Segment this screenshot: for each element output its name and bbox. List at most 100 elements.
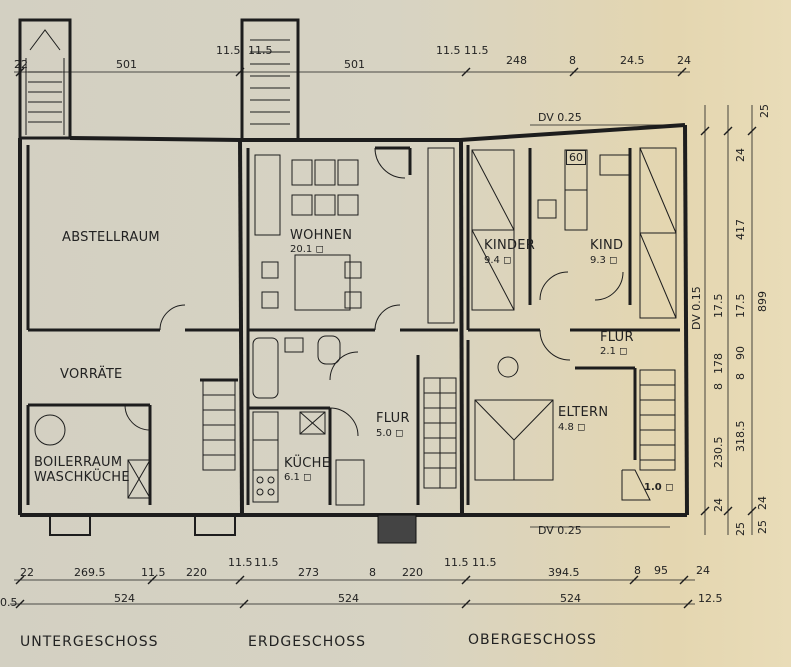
door-swing-wohnen — [374, 147, 406, 179]
room-area-wohnen: 20.1 ◻ — [290, 244, 324, 255]
dim-right-5: 17.5 — [734, 293, 747, 319]
dim-top-3: 11.5 — [216, 44, 241, 57]
dim-bottom-5: 11.5 — [228, 556, 253, 569]
dim-right-10: 230.5 — [712, 436, 725, 469]
dim-right-15: 24 — [756, 496, 769, 510]
dv-top-label: DV 0.25 — [538, 111, 582, 124]
room-label-eltern: ELTERN — [558, 405, 609, 420]
room-label-abstellraum: ABSTELLRAUM — [62, 230, 160, 245]
stair-shaft-top-left — [18, 18, 72, 140]
walls-erdgeschoss — [246, 146, 458, 505]
dim-total-5: 12.5 — [698, 592, 723, 605]
dim-total-2: 524 — [114, 592, 135, 605]
stair-erdgeschoss — [423, 377, 457, 489]
wohnen-furniture — [254, 147, 455, 324]
room-area-small: 1.0 ◻ — [644, 482, 674, 493]
dim-right-3: 417 — [734, 219, 747, 240]
stair-obergeschoss — [639, 369, 676, 471]
eltern-bed — [474, 399, 554, 481]
walls-obergeschoss — [466, 145, 680, 505]
dim-right-16: 25 — [756, 520, 769, 534]
dimension-60: 60 — [566, 150, 586, 165]
dim-bottom-4: 220 — [186, 566, 207, 579]
door-swing-eltern — [539, 329, 571, 361]
dim-top-8: 248 — [506, 54, 527, 67]
outer-walls — [18, 123, 689, 517]
dim-bottom-11: 11.5 — [472, 556, 497, 569]
kitchen-units — [252, 411, 365, 506]
plant-symbol — [497, 356, 519, 378]
dim-total-4: 524 — [560, 592, 581, 605]
door-swing-kind — [594, 271, 624, 301]
dim-top-5: 501 — [344, 58, 365, 71]
dim-right-1: 25 — [758, 104, 771, 118]
washbasin — [284, 337, 304, 353]
walls-untergeschoss — [26, 145, 240, 505]
dv-side-label: DV 0.15 — [690, 286, 703, 330]
small-storage — [621, 469, 651, 501]
room-label-boilerraum: BOILERRAUM — [34, 455, 123, 470]
room-area-kinder: 9.4 ◻ — [484, 255, 512, 266]
stair-shaft-top-middle — [240, 18, 300, 142]
dimension-ticks — [15, 67, 757, 609]
dim-right-11: 318.5 — [734, 420, 747, 453]
dim-right-2: 24 — [734, 148, 747, 162]
dim-top-6: 11.5 — [436, 44, 461, 57]
room-label-flur-eg: FLUR — [376, 411, 410, 426]
dim-bottom-12: 394.5 — [548, 566, 580, 579]
room-label-wohnen: WOHNEN — [290, 228, 353, 243]
dim-top-11: 24 — [677, 54, 691, 67]
dim-bottom-13: 8 — [634, 564, 641, 577]
room-label-waschkueche: WASCHKÜCHE — [34, 470, 130, 485]
room-area-eltern: 4.8 ◻ — [558, 422, 586, 433]
room-label-flur-og: FLUR — [600, 330, 634, 345]
room-area-flur-og: 2.1 ◻ — [600, 346, 628, 357]
dim-bottom-2: 269.5 — [74, 566, 106, 579]
floor-label-untergeschoss: UNTERGESCHOSS — [20, 634, 159, 650]
dim-top-2: 501 — [116, 58, 137, 71]
room-label-kinder: KINDER — [484, 238, 536, 253]
door-swing-flur-eg — [374, 304, 401, 331]
dim-bottom-6: 11.5 — [254, 556, 279, 569]
dim-top-10: 24.5 — [620, 54, 645, 67]
dim-bottom-15: 24 — [696, 564, 710, 577]
entrance-grate — [377, 514, 417, 544]
floor-label-erdgeschoss: ERDGESCHOSS — [248, 634, 367, 650]
dim-right-7: 8 — [712, 383, 725, 390]
dim-right-12: 24 — [712, 498, 725, 512]
dim-right-14: 899 — [756, 291, 769, 312]
light-well-left — [49, 514, 91, 536]
dim-bottom-9: 220 — [402, 566, 423, 579]
door-swing-bad — [329, 351, 359, 381]
dim-total-1: 0.5 — [0, 596, 18, 609]
wardrobes — [471, 147, 677, 319]
door-swing-kueche — [329, 407, 359, 437]
dim-bottom-7: 273 — [298, 566, 319, 579]
dim-right-9: 8 — [734, 373, 747, 380]
room-area-kueche: 6.1 ◻ — [284, 472, 312, 483]
stair-untergeschoss — [202, 379, 236, 471]
toilet — [317, 335, 341, 365]
room-label-kueche: KÜCHE — [284, 456, 331, 471]
door-swing-abstellraum — [159, 304, 186, 331]
dim-right-6: 178 — [712, 353, 725, 374]
dim-bottom-1: 22 — [20, 566, 34, 579]
dim-right-8: 90 — [734, 346, 747, 360]
dimension-lines — [10, 71, 753, 605]
boiler-symbol — [34, 414, 66, 446]
dim-bottom-8: 8 — [369, 566, 376, 579]
dim-top-9: 8 — [569, 54, 576, 67]
dim-right-13: 25 — [734, 522, 747, 536]
bathtub — [252, 337, 279, 399]
door-swing-boilerraum — [124, 404, 151, 431]
dim-bottom-14: 95 — [654, 564, 668, 577]
washing-machine — [127, 459, 151, 499]
dim-top-4: 11.5 — [248, 44, 273, 57]
dim-total-3: 524 — [338, 592, 359, 605]
door-swing-kinder — [539, 271, 569, 301]
dim-top-7: 11.5 — [464, 44, 489, 57]
dv-bottom-label: DV 0.25 — [538, 524, 582, 537]
room-area-flur-eg: 5.0 ◻ — [376, 428, 404, 439]
